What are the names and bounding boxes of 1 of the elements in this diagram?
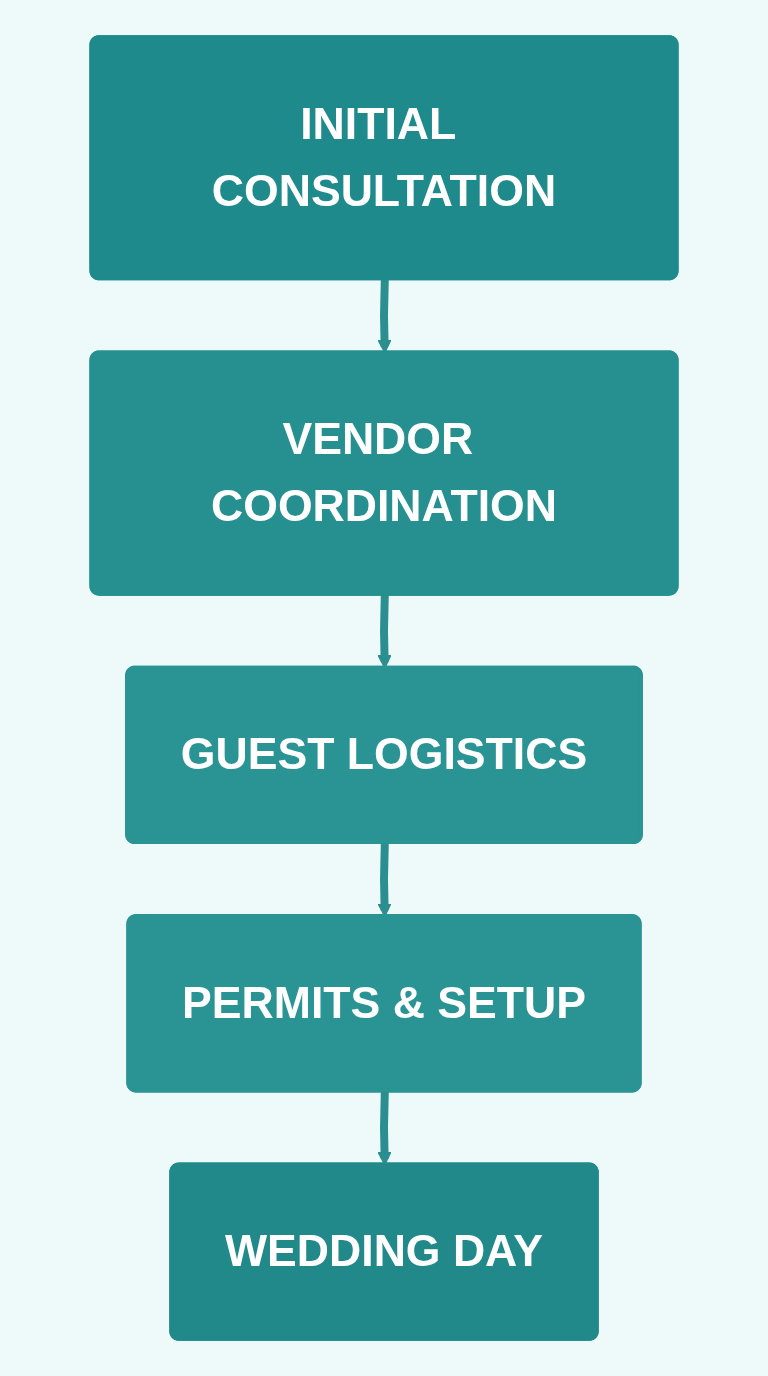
arrow: [377, 594, 392, 669]
